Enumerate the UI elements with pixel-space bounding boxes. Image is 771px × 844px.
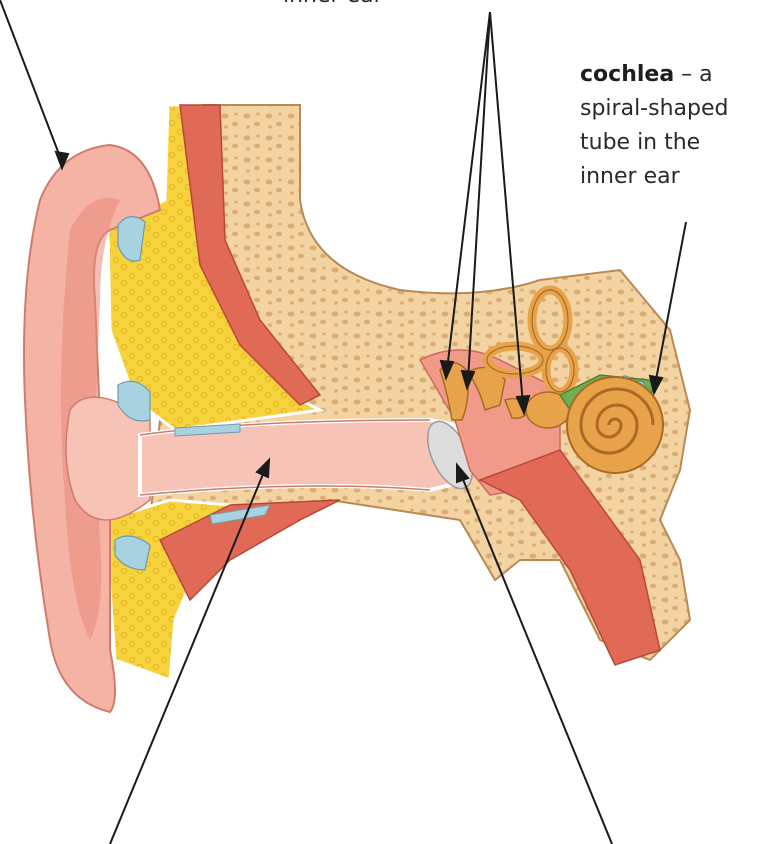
cochlea-line2: spiral-shaped xyxy=(580,96,728,121)
cochlea-term: cochlea xyxy=(580,62,674,87)
cochlea-line3: tube in the xyxy=(580,130,700,155)
pinna-pointer xyxy=(0,0,62,162)
cochlea-dash: – a xyxy=(674,62,712,87)
top-cut-label: inner ear xyxy=(283,0,443,10)
cochlea-label: cochlea – a spiral-shaped tube in the in… xyxy=(580,58,770,194)
cochlea-line4: inner ear xyxy=(580,164,680,189)
cochlea-spiral xyxy=(567,377,663,473)
